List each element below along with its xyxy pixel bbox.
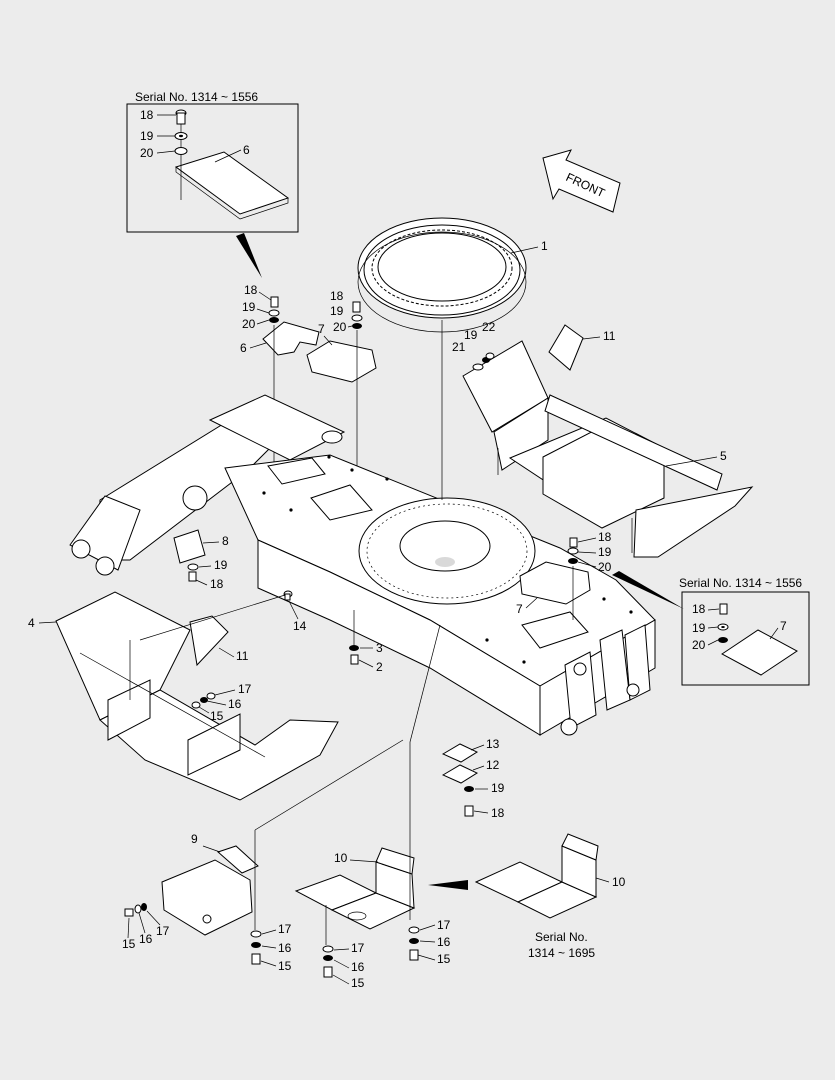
inset-bottom-label-10: 10 — [612, 875, 626, 889]
inset-right-label-18: 18 — [692, 602, 706, 616]
left-side-cover — [55, 591, 339, 801]
callout-19c: 19 — [464, 328, 478, 342]
callout-20c: 20 — [598, 560, 612, 574]
bolt-set-9 — [124, 903, 147, 917]
inset-top-label-20: 20 — [140, 146, 154, 160]
inset-plate-6 — [174, 151, 290, 215]
callout-17a: 17 — [238, 682, 252, 696]
inset-right: Serial No. 1314 ~ 1556 18 19 20 7 — [679, 576, 810, 686]
callout-22: 22 — [482, 320, 496, 334]
bolt-set-2-3 — [349, 610, 359, 665]
callout-20a: 20 — [242, 317, 256, 331]
plate-6 — [262, 321, 320, 356]
inset-top-caption: Serial No. 1314 ~ 1556 — [135, 90, 258, 104]
callout-16e: 16 — [437, 935, 451, 949]
under-cover-9 — [161, 845, 259, 936]
callout-9: 9 — [191, 832, 198, 846]
callout-15b: 15 — [122, 937, 136, 951]
callout-19d: 19 — [598, 545, 612, 559]
callout-4: 4 — [28, 616, 35, 630]
inset-right-frame — [681, 591, 810, 686]
callout-18e: 18 — [491, 806, 505, 820]
callout-3: 3 — [376, 641, 383, 655]
inset-top-label-6: 6 — [243, 143, 250, 157]
inset-bottom-cover-10 — [474, 833, 599, 919]
inset-bottom-caption-line1: Serial No. — [535, 930, 588, 944]
callout-11b: 11 — [236, 649, 249, 663]
callout-18d: 18 — [210, 577, 224, 591]
front-arrow-icon: FRONT — [542, 149, 621, 213]
callout-5: 5 — [720, 449, 727, 463]
plate-7-right — [519, 561, 591, 605]
callout-17e: 17 — [437, 918, 451, 932]
callout-6: 6 — [240, 341, 247, 355]
inset-bottom-caption-line2: 1314 ~ 1695 — [528, 946, 595, 960]
bolt-14 — [283, 590, 293, 601]
callout-19b: 19 — [330, 304, 344, 318]
bolt-set-9b — [250, 930, 262, 965]
plate-13 — [441, 743, 479, 763]
callout-15c: 15 — [278, 959, 292, 973]
inset-top-frame — [126, 103, 299, 233]
callout-2: 2 — [376, 660, 383, 674]
inset-pointer-bottom — [428, 880, 468, 890]
callout-8: 8 — [222, 534, 229, 548]
callout-7a: 7 — [318, 322, 325, 336]
bolt-set-10a — [322, 945, 334, 978]
inset-plate-7 — [721, 629, 798, 676]
under-cover-10 — [294, 847, 416, 930]
callout-15e: 15 — [437, 952, 451, 966]
callout-19a: 19 — [242, 300, 256, 314]
callout-10a: 10 — [334, 851, 348, 865]
callout-1: 1 — [541, 239, 548, 253]
callout-16c: 16 — [278, 941, 292, 955]
callout-18a: 18 — [244, 283, 258, 297]
callout-17d: 17 — [351, 941, 365, 955]
bolt-set-cover — [191, 692, 216, 709]
callout-17b: 17 — [156, 924, 170, 938]
callout-13: 13 — [486, 737, 500, 751]
inset-right-label-20: 20 — [692, 638, 706, 652]
inset-right-label-7: 7 — [780, 619, 787, 633]
callout-12: 12 — [486, 758, 500, 772]
callout-7b: 7 — [516, 602, 523, 616]
plate-12 — [441, 764, 479, 817]
callout-18b: 18 — [330, 289, 344, 303]
inset-top-label-18: 18 — [140, 108, 154, 122]
inset-right-label-19: 19 — [692, 621, 706, 635]
bolt-21-22 — [472, 352, 495, 371]
plate-7 — [306, 340, 377, 383]
callout-15a: 15 — [210, 709, 224, 723]
inset-right-caption: Serial No. 1314 ~ 1556 — [679, 576, 802, 590]
callout-16d: 16 — [351, 960, 365, 974]
inset-pointer-right — [612, 571, 684, 609]
inset-bolt-icon — [174, 109, 188, 155]
callout-21: 21 — [452, 340, 466, 354]
right-side-cover — [462, 340, 754, 558]
inset-pointer-top — [236, 233, 262, 278]
inset-top-left: Serial No. 1314 ~ 1556 18 19 20 6 — [126, 90, 299, 233]
callout-15d: 15 — [351, 976, 365, 990]
bracket-11-lower — [189, 615, 229, 667]
callout-19e: 19 — [214, 558, 228, 572]
callout-18c: 18 — [598, 530, 612, 544]
callout-16b: 16 — [139, 932, 153, 946]
callout-17c: 17 — [278, 922, 292, 936]
callout-20b: 20 — [333, 320, 347, 334]
callout-16a: 16 — [228, 697, 242, 711]
callout-14: 14 — [293, 619, 307, 633]
inset-top-label-19: 19 — [140, 129, 154, 143]
bolt-set-mid — [351, 301, 363, 490]
bracket-11-upper — [548, 324, 584, 371]
plate-8 — [173, 529, 206, 582]
bolt-set-right — [567, 537, 579, 564]
callout-11a: 11 — [603, 329, 616, 343]
bolt-set-10b — [408, 926, 420, 961]
upper-frame — [69, 394, 656, 736]
swing-bearing — [357, 217, 527, 333]
callout-19f: 19 — [491, 781, 505, 795]
